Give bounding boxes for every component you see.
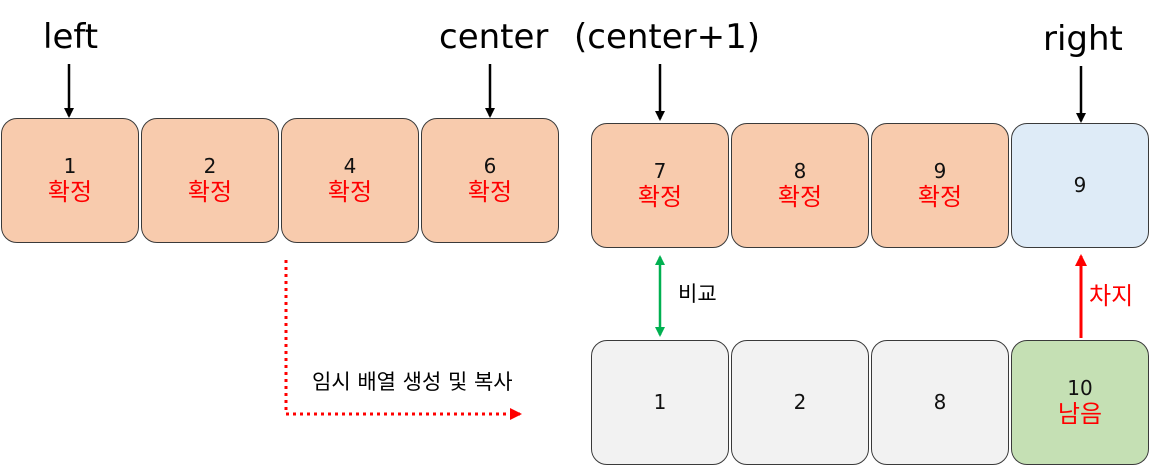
- cell-value: 1: [653, 390, 667, 414]
- cell-status: 남음: [1057, 399, 1103, 428]
- compare-note: 비교: [678, 282, 717, 306]
- center-plus-one-pointer-label: (center+1): [574, 17, 761, 57]
- cell-value: 10: [1067, 375, 1093, 400]
- cell-value: 7: [653, 158, 667, 183]
- left-half-cell: 4 확정: [281, 118, 419, 243]
- cell-value: 8: [933, 390, 947, 414]
- cell-status: 확정: [187, 177, 233, 206]
- cell-value: 2: [203, 153, 217, 178]
- temp-copy-arrow: [284, 260, 522, 420]
- occupy-note: 차지: [1089, 282, 1134, 310]
- cell-status: 확정: [917, 182, 963, 211]
- left-pointer-label: left: [43, 17, 99, 57]
- temp-array-cell: 10 남음: [1011, 340, 1149, 465]
- cell-value: 2: [793, 390, 807, 414]
- cell-status: 확정: [47, 177, 93, 206]
- right-half-cell: 7 확정: [591, 123, 729, 248]
- right-half-cell: 9: [1011, 123, 1149, 248]
- cell-value: 4: [343, 153, 357, 178]
- left-half-cell: 1 확정: [1, 118, 139, 243]
- temp-array-cell: 1: [591, 340, 729, 465]
- right-pointer-label: right: [1043, 19, 1123, 59]
- cell-value: 9: [933, 158, 947, 183]
- cell-value: 8: [793, 158, 807, 183]
- cell-status: 확정: [467, 177, 513, 206]
- cell-status: 확정: [777, 182, 823, 211]
- cell-value: 9: [1073, 173, 1087, 197]
- cell-value: 6: [483, 153, 497, 178]
- left-half-cell: 2 확정: [141, 118, 279, 243]
- temp-array-cell: 2: [731, 340, 869, 465]
- cell-status: 확정: [637, 182, 683, 211]
- right-half-cell: 9 확정: [871, 123, 1009, 248]
- center-pointer-label: center: [439, 17, 549, 57]
- left-half-cell: 6 확정: [421, 118, 559, 243]
- temp-array-cell: 8: [871, 340, 1009, 465]
- temp-copy-note: 임시 배열 생성 및 복사: [312, 370, 513, 394]
- cell-status: 확정: [327, 177, 373, 206]
- cell-value: 1: [63, 153, 77, 178]
- right-half-cell: 8 확정: [731, 123, 869, 248]
